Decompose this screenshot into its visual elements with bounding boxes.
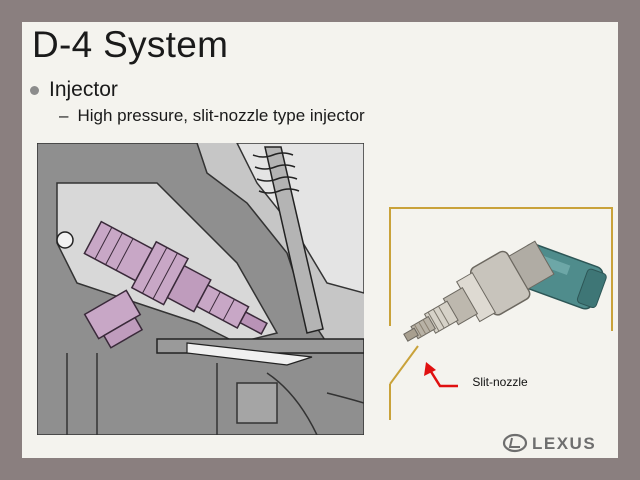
sub-bullet-text: High pressure, slit-nozzle type injector — [77, 106, 365, 125]
injector-photo — [388, 206, 614, 422]
bullet-text: Injector — [49, 78, 118, 101]
slit-nozzle-callout-label: Slit-nozzle — [472, 375, 528, 389]
sub-bullet-item: – High pressure, slit-nozzle type inject… — [59, 106, 365, 126]
slide: D-4 System Injector – High pressure, sli… — [22, 22, 618, 458]
bullet-dot-icon — [30, 85, 39, 95]
slide-title: D-4 System — [32, 24, 229, 65]
lexus-logo: LEXUS — [502, 433, 596, 453]
callout-arrow-icon — [424, 362, 458, 388]
bullet-item: Injector — [30, 78, 118, 102]
sub-bullet-dash: – — [59, 106, 69, 125]
svg-text:LEXUS: LEXUS — [532, 434, 596, 453]
engine-cutaway-illustration — [37, 143, 364, 435]
